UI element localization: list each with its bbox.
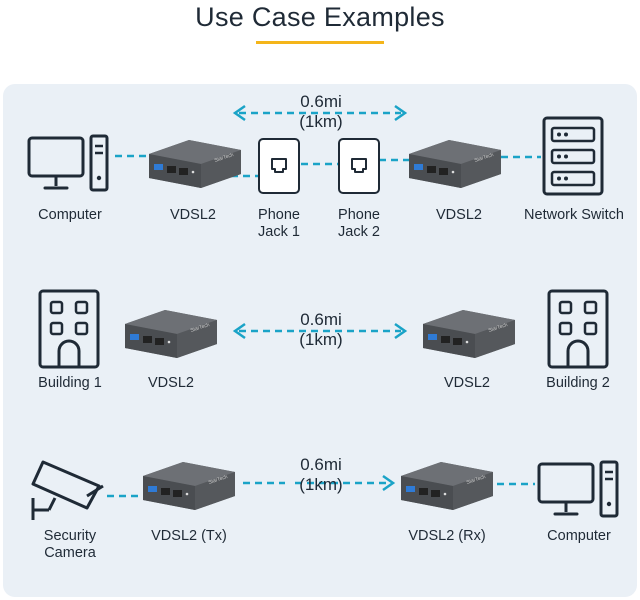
vdsl2-extender-icon (409, 140, 501, 188)
arrowhead-right-row2 (394, 322, 408, 340)
title-underline (256, 41, 384, 44)
computer-icon (537, 460, 619, 518)
network-switch-icon (542, 116, 604, 196)
distance-value-metric: (1km) (299, 475, 343, 494)
label-line: Phone (338, 207, 380, 223)
building-icon (38, 289, 100, 369)
arrowhead-right-row3 (382, 474, 396, 492)
label-phone-jack-1: Phone Jack 1 (249, 207, 309, 241)
vdsl2-extender-icon (125, 310, 217, 358)
distance-value-metric: (1km) (299, 112, 343, 131)
page-title: Use Case Examples (195, 2, 445, 32)
vdsl2-extender-icon (401, 462, 493, 510)
label-line: Security (43, 528, 97, 544)
distance-value: 0.6mi (300, 92, 342, 111)
diagram-canvas: StarTech (27, 104, 619, 520)
label-vdsl2-tx: VDSL2 (Tx) (151, 528, 227, 544)
phone-jack-icon (258, 138, 300, 194)
label-vdsl2-rx: VDSL2 (Rx) (408, 528, 486, 544)
vdsl2-extender-icon (143, 462, 235, 510)
diagram-panel: StarTech (3, 84, 637, 597)
label-vdsl2: VDSL2 (444, 375, 490, 391)
distance-value-metric: (1km) (299, 330, 343, 349)
label-security-camera: Security Camera (25, 528, 115, 562)
label-vdsl2: VDSL2 (148, 375, 194, 391)
distance-value: 0.6mi (300, 310, 342, 329)
label-vdsl2: VDSL2 (170, 207, 216, 223)
arrowhead-left-row1 (232, 104, 246, 122)
building-icon (547, 289, 609, 369)
vdsl2-extender-icon (149, 140, 241, 188)
label-line: Jack 2 (338, 224, 380, 240)
distance-value: 0.6mi (300, 455, 342, 474)
computer-icon (27, 134, 109, 192)
distance-label-row3: 0.6mi (1km) (266, 455, 376, 495)
label-line: Phone (258, 207, 300, 223)
distance-label-row2: 0.6mi (1km) (266, 310, 376, 350)
distance-label-row1: 0.6mi (1km) (266, 92, 376, 132)
vdsl2-extender-icon (423, 310, 515, 358)
arrowhead-left-row2 (232, 322, 246, 340)
label-phone-jack-2: Phone Jack 2 (329, 207, 389, 241)
arrowhead-right-row1 (394, 104, 408, 122)
label-line: Jack 1 (258, 224, 300, 240)
label-line: Camera (44, 545, 96, 561)
label-building-1: Building 1 (38, 375, 102, 391)
security-camera-icon (31, 460, 104, 520)
phone-jack-icon (338, 138, 380, 194)
label-computer: Computer (38, 207, 102, 223)
label-vdsl2: VDSL2 (436, 207, 482, 223)
label-network-switch: Network Switch (524, 207, 624, 223)
label-computer: Computer (547, 528, 611, 544)
label-building-2: Building 2 (546, 375, 610, 391)
